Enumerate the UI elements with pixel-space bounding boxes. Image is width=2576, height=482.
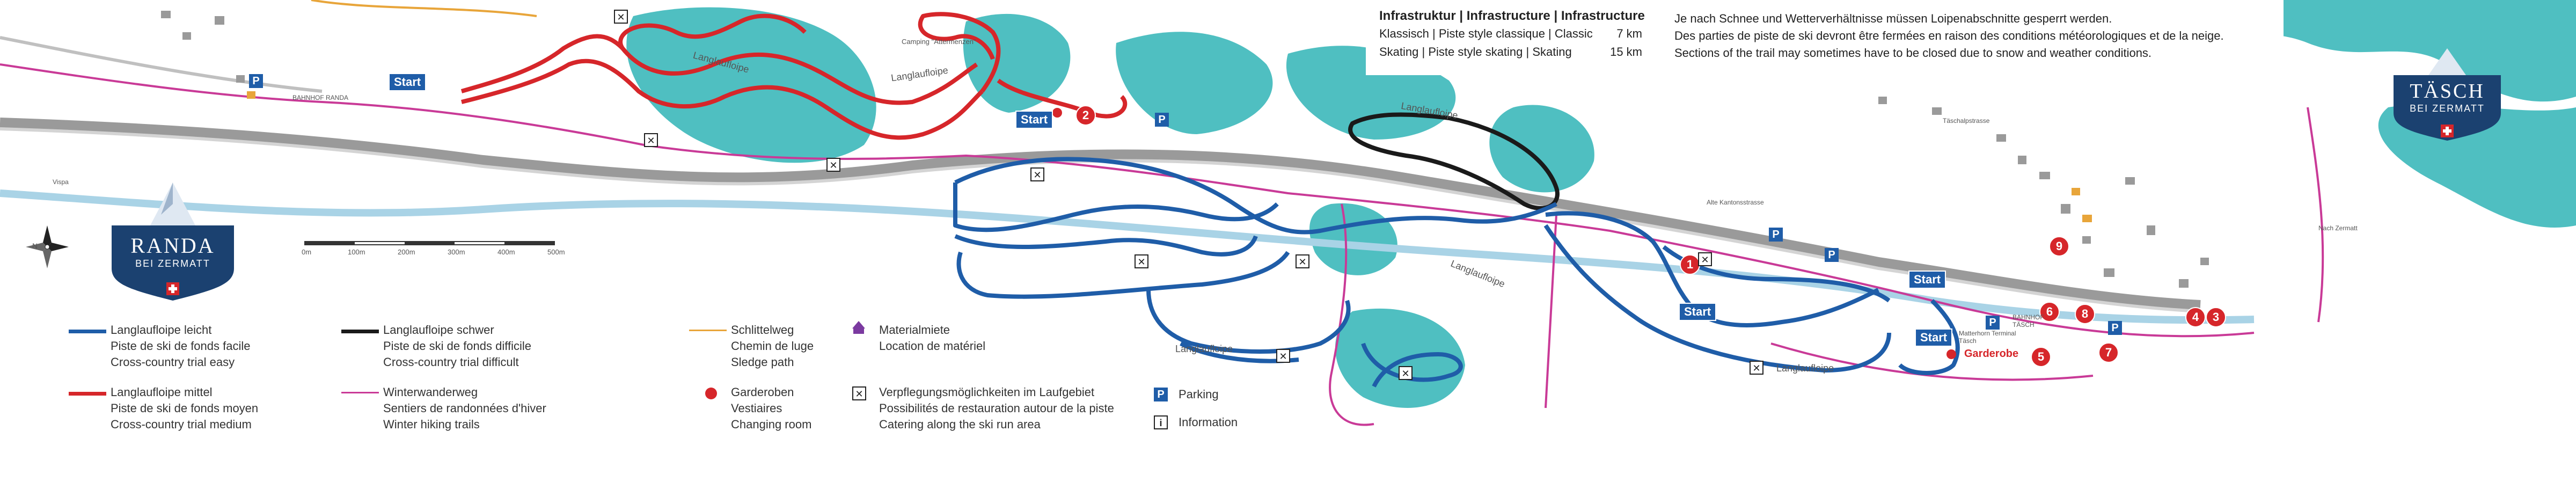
- catering-icon[interactable]: ✕: [1296, 254, 1309, 268]
- start-tag-taesch-north[interactable]: Start: [1908, 271, 1946, 289]
- parking-icon[interactable]: P: [1155, 113, 1169, 127]
- randa-logo-name: RANDA: [130, 233, 215, 258]
- poi-badge[interactable]: 9: [2049, 236, 2069, 257]
- infrastructure-row-km: 15 km: [1610, 45, 1642, 59]
- legend-medium: Langlaufloipe mittel Piste de ski de fon…: [111, 385, 259, 431]
- legend-hard: Langlaufloipe schwer Piste de ski de fon…: [383, 323, 531, 369]
- legend-rental: Materialmiete Location de matériel: [879, 323, 986, 353]
- easy-trails: [953, 157, 1960, 388]
- infrastructure-row-classic: Klassisch | Piste style classique | Clas…: [1379, 27, 1642, 41]
- parking-icon[interactable]: P: [249, 74, 263, 88]
- infrastructure-row-km: 7 km: [1616, 27, 1642, 40]
- scale-label: 500m: [547, 248, 565, 256]
- legend-parking: Parking: [1179, 388, 1219, 401]
- catering-icon[interactable]: ✕: [826, 158, 840, 172]
- information-legend-icon: i: [1154, 415, 1168, 429]
- kantonsstrasse-label: Alte Kantonsstrasse: [1707, 199, 1764, 206]
- randa-logo-sub: BEI ZERMATT: [135, 258, 210, 269]
- scale-label: 0m: [302, 248, 312, 256]
- infrastructure-row-label: Skating | Piste style skating | Skating: [1379, 45, 1572, 59]
- compass-rose: [26, 225, 69, 268]
- parking-icon[interactable]: P: [1986, 316, 2000, 330]
- catering-legend-icon: ✕: [852, 386, 866, 400]
- poi-badge[interactable]: 5: [2031, 347, 2051, 367]
- taesch-logo-name: TÄSCH: [2410, 80, 2485, 103]
- legend-catering: Verpflegungsmöglichkeiten im Laufgebiet …: [879, 385, 1114, 431]
- nach-zermatt-label: Nach Zermatt: [2318, 224, 2358, 232]
- catering-icon[interactable]: ✕: [1750, 361, 1763, 375]
- vispa-label: Vispa: [53, 178, 69, 186]
- start-tag-taesch-south[interactable]: Start: [1915, 328, 1953, 347]
- catering-icon[interactable]: ✕: [1030, 167, 1044, 181]
- start-tag-randa[interactable]: Start: [389, 73, 427, 91]
- catering-icon[interactable]: ✕: [1276, 349, 1290, 363]
- parking-icon[interactable]: P: [2108, 321, 2122, 335]
- legend-cloakroom: Garderoben Vestiaires Changing room: [731, 385, 812, 431]
- start-tag-taesch-west[interactable]: Start: [1679, 303, 1717, 321]
- taesch-logo: TÄSCH BEI ZERMATT: [2394, 79, 2501, 114]
- cloakroom-legend-icon: [705, 388, 717, 399]
- village-houses: [161, 11, 2209, 288]
- catering-icon[interactable]: ✕: [1135, 254, 1148, 268]
- infrastructure-title: Infrastruktur | Infrastructure | Infrast…: [1379, 9, 1645, 23]
- compass-label: N: [32, 242, 38, 250]
- bahnhof-randa-label: BAHNHOF RANDA: [292, 94, 349, 101]
- hiking-trails: [0, 63, 2324, 426]
- notice-line-de: Je nach Schnee und Wetterverhältnisse mü…: [1674, 12, 2112, 25]
- taesch-logo-shield: [2394, 48, 2501, 141]
- schalsee-label: Schalsee: [1390, 298, 1419, 306]
- scale-label: 300m: [448, 248, 465, 256]
- scale-label: 100m: [348, 248, 365, 256]
- parking-icon[interactable]: P: [1769, 228, 1783, 242]
- poi-badge[interactable]: 3: [2206, 307, 2226, 327]
- scale-label: 400m: [497, 248, 515, 256]
- taeschalp-label: Täschalpstrasse: [1943, 117, 1990, 125]
- poi-badge[interactable]: 1: [1680, 254, 1700, 275]
- main-road: [0, 118, 2201, 312]
- rental-legend-icon: [852, 321, 865, 328]
- legend-sledge: Schlittelweg Chemin de luge Sledge path: [731, 323, 814, 369]
- poi-badge[interactable]: 4: [2185, 307, 2206, 327]
- taesch-logo-sub: BEI ZERMATT: [2410, 103, 2485, 114]
- river-vispa: [0, 189, 2255, 324]
- randa-logo-shield: [112, 182, 234, 301]
- infrastructure-row-label: Klassisch | Piste style classique | Clas…: [1379, 27, 1593, 40]
- trail-label: Langlaufloipe: [1175, 344, 1233, 354]
- catering-icon[interactable]: ✕: [1698, 252, 1712, 266]
- infrastructure-panel: Infrastruktur | Infrastructure | Infrast…: [1366, 0, 2284, 75]
- notice-line-en: Sections of the trail may sometimes have…: [1674, 46, 2152, 60]
- poi-badge[interactable]: 8: [2075, 304, 2095, 324]
- legend-swatches: [69, 330, 727, 396]
- start-marker-dot: [1052, 108, 1062, 118]
- bahnhof-taesch-label: BAHNHOF TÄSCH: [2012, 313, 2044, 328]
- garderobe-marker-dot: [1946, 349, 1956, 359]
- poi-badge[interactable]: 7: [2098, 342, 2119, 363]
- parking-legend-icon: P: [1154, 388, 1168, 401]
- catering-icon[interactable]: ✕: [614, 10, 628, 24]
- parking-icon[interactable]: P: [1825, 248, 1839, 262]
- sledge-path: [311, 0, 537, 17]
- camping-label: Camping "Attermenzen": [902, 38, 976, 46]
- notice-line-fr: Des parties de piste de ski devront être…: [1674, 29, 2224, 42]
- catering-icon[interactable]: ✕: [644, 133, 658, 147]
- start-tag-camping[interactable]: Start: [1015, 111, 1053, 129]
- scale-bar: [304, 241, 555, 245]
- catering-icon[interactable]: ✕: [1399, 366, 1413, 380]
- poi-badge[interactable]: 6: [2039, 302, 2060, 322]
- randa-logo: RANDA BEI ZERMATT: [112, 233, 234, 269]
- legend-hiking: Winterwanderweg Sentiers de randonnées d…: [383, 385, 546, 431]
- terminal-label: Matterhorn Terminal Täsch: [1959, 330, 2016, 345]
- scale-label: 200m: [398, 248, 415, 256]
- legend-information: Information: [1179, 415, 1238, 429]
- garderobe-label: Garderobe: [1964, 348, 2019, 360]
- legend-easy: Langlaufloipe leicht Piste de ski de fon…: [111, 323, 251, 369]
- poi-badge[interactable]: 2: [1075, 105, 1096, 126]
- trail-label: Langlaufloipe: [1776, 363, 1834, 374]
- infrastructure-row-skating: Skating | Piste style skating | Skating …: [1379, 45, 1642, 59]
